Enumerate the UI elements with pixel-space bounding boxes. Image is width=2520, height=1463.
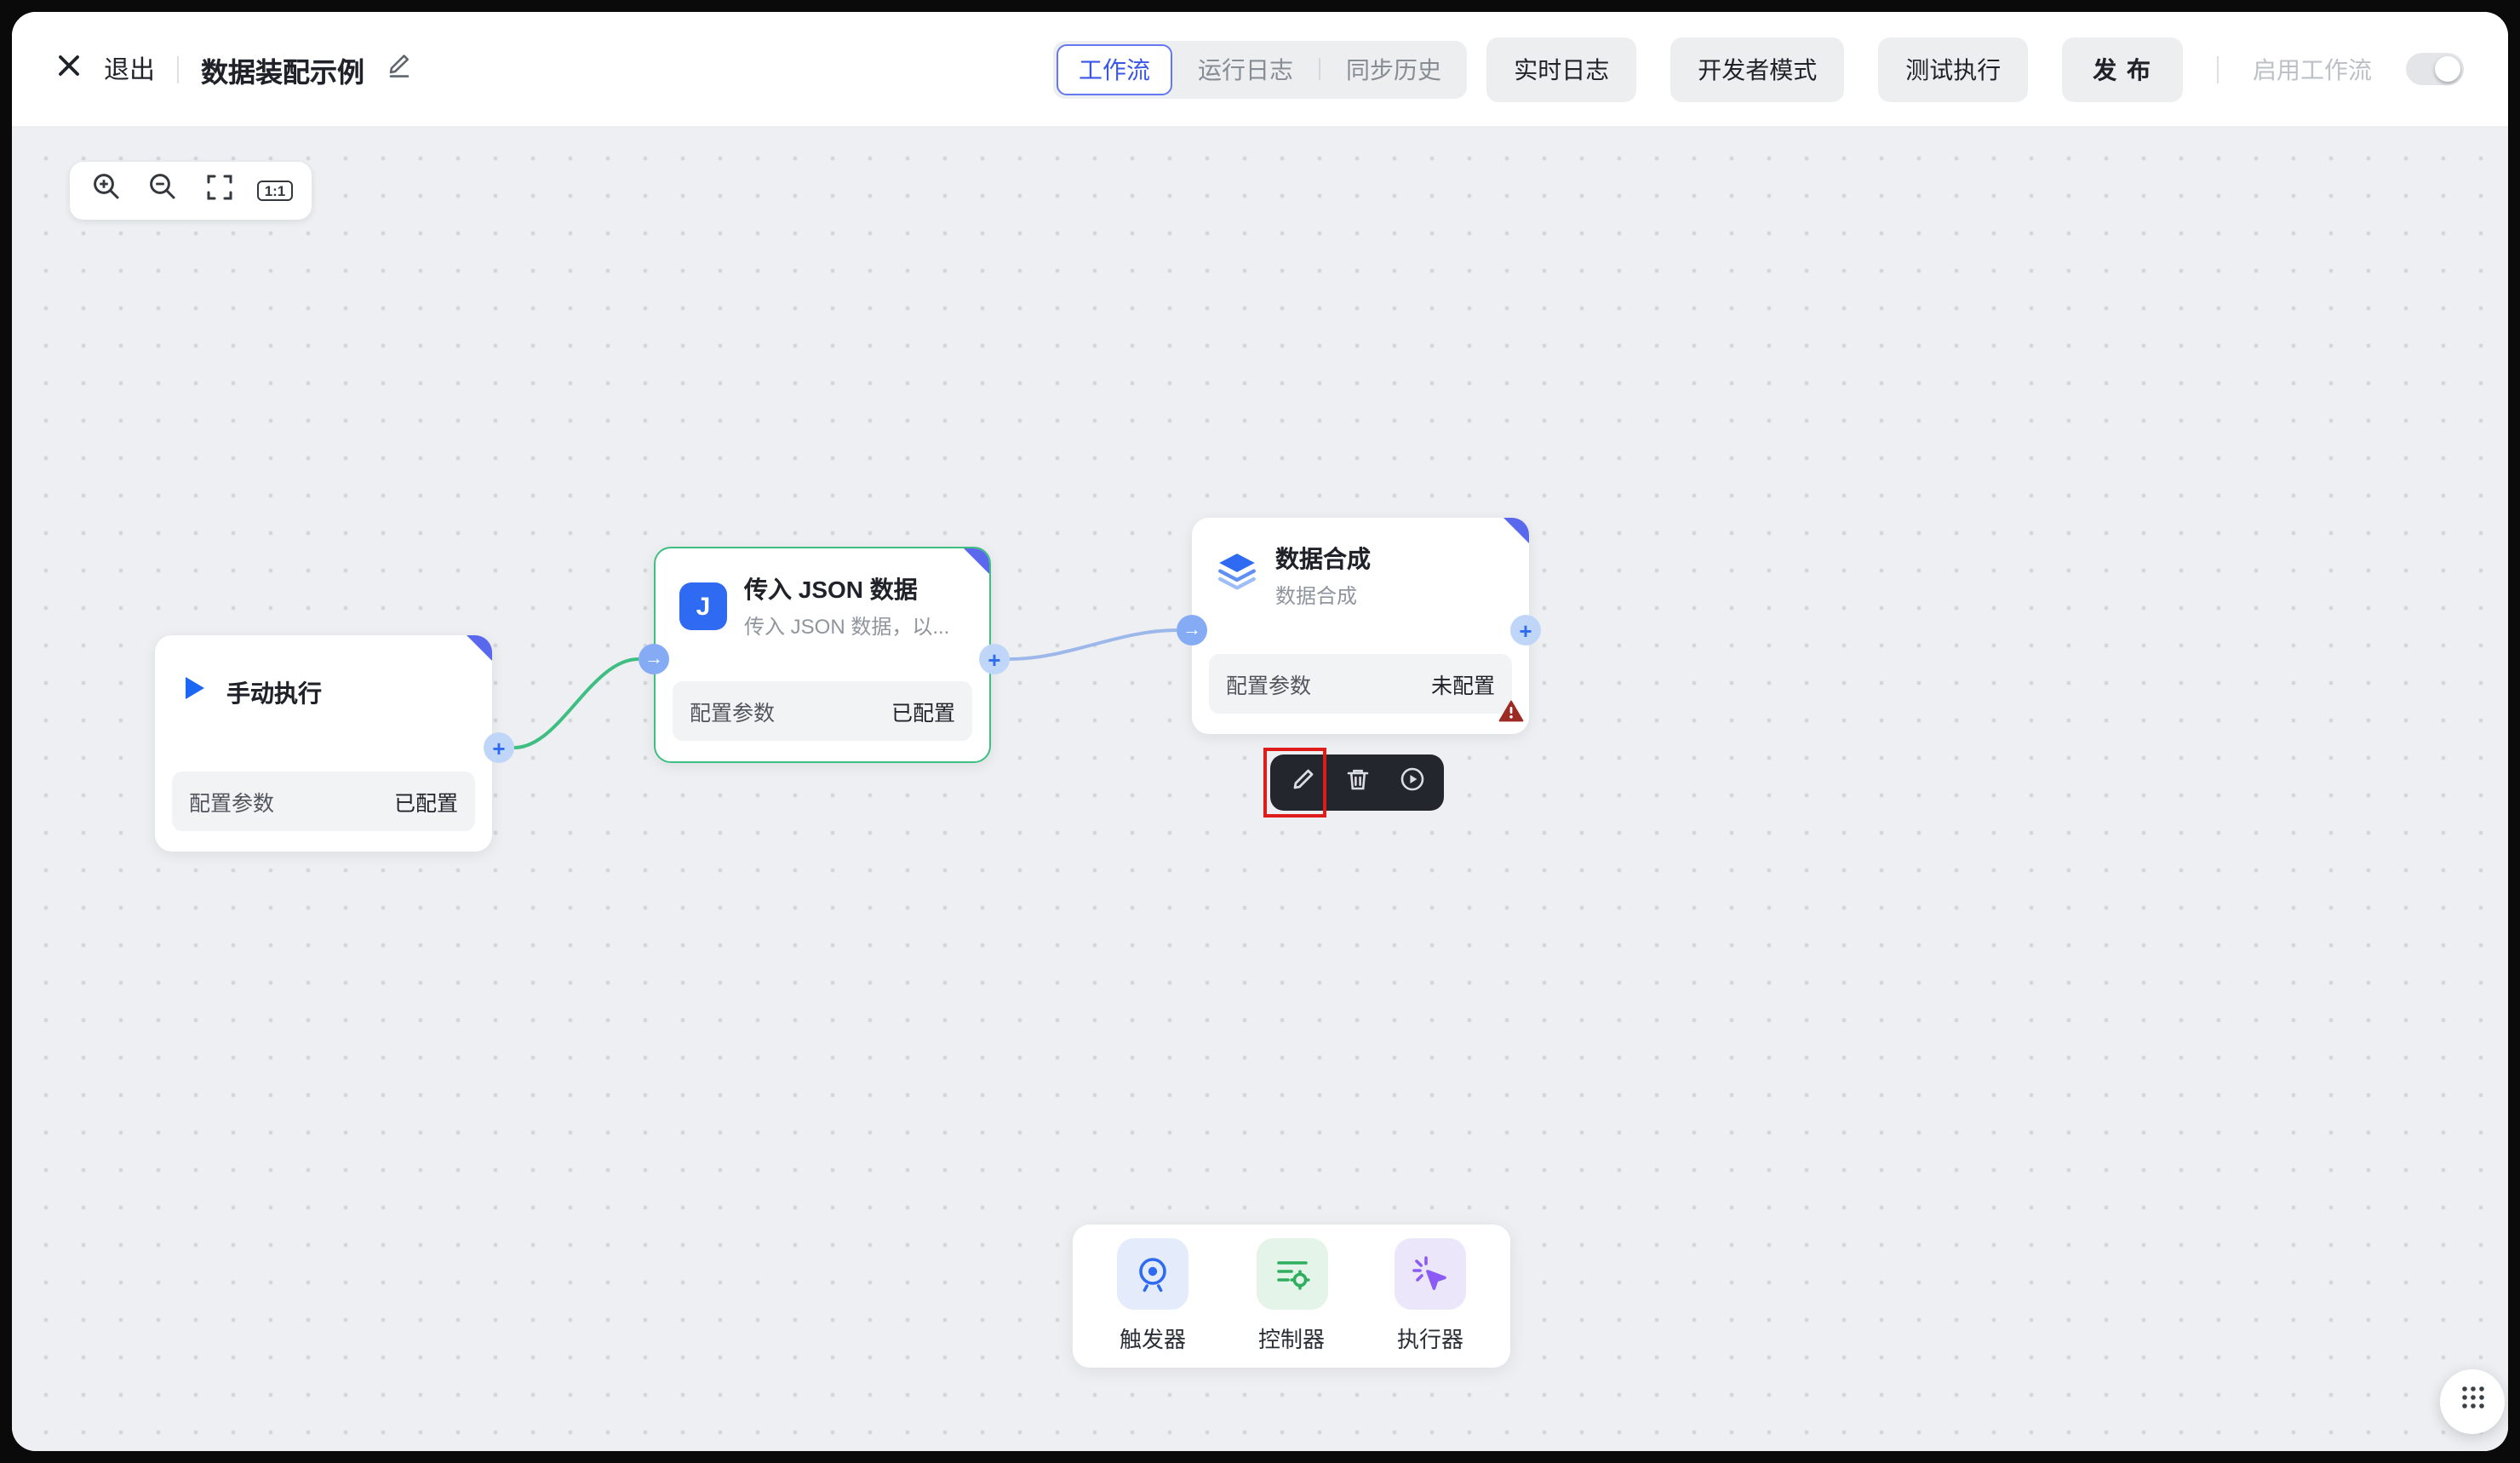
developer-mode-button[interactable]: 开发者模式 [1670, 37, 1845, 101]
actual-size-button[interactable]: 1:1 [247, 162, 303, 220]
param-label: 配置参数 [690, 702, 776, 726]
layers-icon [1216, 552, 1258, 600]
controller-icon [1256, 1238, 1327, 1310]
edit-node-button[interactable] [1280, 760, 1325, 805]
node-action-toolbar [1270, 754, 1444, 811]
param-label: 配置参数 [1226, 674, 1312, 698]
header-actions: 实时日志 开发者模式 测试执行 发 布 启用工作流 [1486, 37, 2464, 101]
zoom-toolbar: 1:1 [70, 162, 312, 220]
node-title: 数据合成 [1275, 545, 1371, 572]
fit-view-icon [205, 173, 232, 209]
warning-icon [1498, 700, 1524, 731]
fit-view-button[interactable] [191, 162, 247, 220]
play-icon [179, 673, 209, 712]
run-node-button[interactable] [1389, 760, 1434, 805]
input-connector-json[interactable]: → [639, 644, 669, 674]
publish-button[interactable]: 发 布 [2062, 37, 2183, 101]
trigger-icon [1117, 1238, 1188, 1310]
trash-icon [1344, 766, 1370, 800]
executor-icon [1395, 1238, 1466, 1310]
test-run-button[interactable]: 测试执行 [1878, 37, 2029, 101]
node-title: 手动执行 [226, 679, 322, 706]
rename-button[interactable] [387, 52, 412, 86]
json-icon: J [679, 582, 727, 630]
zoom-in-icon [92, 172, 121, 209]
edit-pencil-icon [387, 52, 412, 86]
add-node-connector-manual[interactable]: + [484, 732, 514, 763]
run-circle-icon [1399, 766, 1424, 800]
close-icon [56, 52, 82, 86]
pencil-icon [1290, 766, 1315, 800]
realtime-logs-button[interactable]: 实时日志 [1486, 37, 1637, 101]
exit-button[interactable] [56, 52, 82, 86]
node-subtitle: 数据合成 [1275, 584, 1358, 608]
param-value: 已配置 [891, 702, 955, 726]
zoom-in-button[interactable] [78, 162, 135, 220]
tab-sync-history[interactable]: 同步历史 [1346, 55, 1441, 83]
delete-node-button[interactable] [1335, 760, 1379, 805]
minimap-grid-button[interactable] [2440, 1369, 2505, 1434]
tab-workflow[interactable]: 工作流 [1057, 43, 1172, 95]
node-manual-run[interactable]: 手动执行 配置参数 已配置 [155, 635, 492, 852]
dots-grid-icon [2460, 1385, 2485, 1419]
node-title: 传入 JSON 数据 [744, 576, 918, 603]
tab-separator [1319, 58, 1320, 80]
palette-item-executor[interactable]: 执行器 [1395, 1238, 1466, 1354]
param-label: 配置参数 [189, 792, 275, 816]
node-param-row: 配置参数 已配置 [673, 681, 972, 741]
toggle-knob [2435, 56, 2460, 82]
workflow-title: 数据装配示例 [201, 59, 365, 88]
connection-manual-to-json [513, 657, 639, 749]
exit-label[interactable]: 退出 [104, 56, 156, 85]
top-bar: 退出 数据装配示例 工作流 运行日志 同步历史 实时日志 开发者模式 测试执行 [12, 12, 2508, 128]
add-node-connector-json[interactable]: + [979, 644, 1010, 674]
enable-workflow-toggle[interactable] [2406, 53, 2464, 85]
node-palette: 触发器 控制器 执行器 [1073, 1225, 1510, 1368]
node-param-row: 配置参数 未配置 [1209, 654, 1512, 714]
tab-run-logs[interactable]: 运行日志 [1198, 55, 1293, 83]
actions-divider [2217, 55, 2219, 83]
enable-workflow-label: 启用工作流 [2253, 55, 2372, 83]
palette-label: 控制器 [1257, 1327, 1325, 1352]
add-node-connector-merge[interactable]: + [1510, 615, 1541, 645]
one-to-one-icon: 1:1 [257, 180, 293, 202]
node-param-row: 配置参数 已配置 [172, 772, 475, 831]
node-json-input[interactable]: J 传入 JSON 数据 传入 JSON 数据，以... 配置参数 已配置 [654, 547, 991, 763]
header-divider [177, 55, 180, 83]
node-subtitle: 传入 JSON 数据，以... [744, 615, 950, 639]
palette-label: 触发器 [1119, 1327, 1186, 1352]
palette-label: 执行器 [1396, 1327, 1463, 1352]
connection-json-to-merge [1009, 628, 1177, 661]
highlight-box [1263, 748, 1326, 818]
param-value: 未配置 [1430, 674, 1495, 698]
node-data-merge[interactable]: 数据合成 数据合成 配置参数 未配置 [1192, 518, 1529, 734]
input-connector-merge[interactable]: → [1177, 615, 1207, 645]
zoom-out-icon [148, 172, 177, 209]
param-value: 已配置 [393, 792, 458, 816]
palette-item-controller[interactable]: 控制器 [1256, 1238, 1327, 1354]
zoom-out-button[interactable] [135, 162, 191, 220]
workflow-canvas[interactable]: 1:1 手动执行 配置参数 [12, 128, 2508, 1451]
workflow-editor-window: 退出 数据装配示例 工作流 运行日志 同步历史 实时日志 开发者模式 测试执行 [12, 12, 2508, 1451]
palette-item-trigger[interactable]: 触发器 [1117, 1238, 1188, 1354]
view-tab-group: 工作流 运行日志 同步历史 [1053, 40, 1467, 98]
